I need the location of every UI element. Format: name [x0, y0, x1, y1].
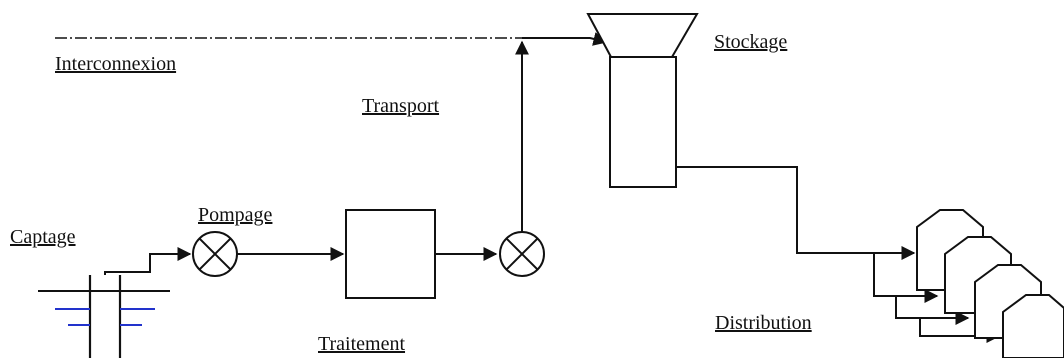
pump-icon [192, 231, 238, 277]
pipe-branch-1 [873, 253, 939, 303]
house-icon-4 [1002, 294, 1064, 358]
houses [916, 209, 1064, 358]
pipe-well-to-pump [104, 247, 192, 275]
pipe-branch-3 [919, 318, 1001, 343]
label-traitement: Traitement [318, 333, 405, 355]
pipe-branch-2 [895, 296, 970, 325]
treatment-box [345, 209, 436, 299]
pipe-transport-to-storage [522, 32, 608, 46]
label-transport: Transport [362, 95, 439, 117]
water-tower-icon [586, 13, 699, 188]
pipe-distribution [676, 166, 916, 260]
well [38, 275, 170, 358]
label-distribution: Distribution [715, 312, 812, 334]
label-interconnexion: Interconnexion [55, 53, 176, 75]
booster-pump-icon [499, 231, 545, 277]
label-captage: Captage [10, 226, 76, 248]
label-pompage: Pompage [198, 204, 273, 226]
label-stockage: Stockage [714, 31, 787, 53]
tower-funnel [586, 13, 699, 58]
tower-body [609, 56, 677, 188]
